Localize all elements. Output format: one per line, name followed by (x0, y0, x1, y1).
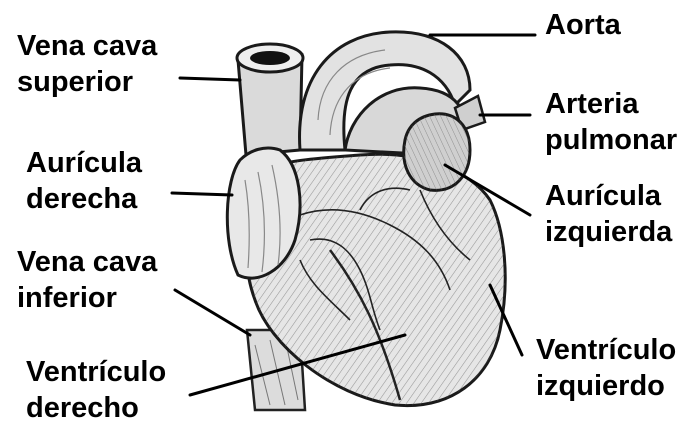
label-auricula-izquierda-line1: Aurícula (545, 178, 672, 214)
label-ventriculo-derecho-line2: derecho (26, 390, 166, 426)
label-auricula-izquierda-line2: izquierda (545, 214, 672, 250)
label-ventriculo-izquierdo: Ventrículo izquierdo (536, 332, 676, 404)
label-vena-cava-inferior-line1: Vena cava (17, 244, 157, 280)
label-vena-cava-superior: Vena cava superior (17, 28, 157, 100)
label-auricula-derecha-line2: derecha (26, 181, 142, 217)
superior-vena-cava-shape (237, 44, 303, 155)
vena-cava-inferior-leader (175, 290, 250, 335)
label-aorta: Aorta (545, 7, 621, 43)
label-arteria-pulmonar-line1: Arteria (545, 86, 677, 122)
left-atrium-shape (404, 114, 470, 191)
label-vena-cava-superior-line1: Vena cava (17, 28, 157, 64)
label-arteria-pulmonar-line2: pulmonar (545, 122, 677, 158)
label-arteria-pulmonar: Arteria pulmonar (545, 86, 677, 158)
auricula-derecha-leader (172, 193, 232, 195)
label-ventriculo-derecho: Ventrículo derecho (26, 354, 166, 426)
label-auricula-derecha: Aurícula derecha (26, 145, 142, 217)
label-ventriculo-izquierdo-line1: Ventrículo (536, 332, 676, 368)
vena-cava-superior-leader (180, 78, 240, 80)
label-vena-cava-inferior: Vena cava inferior (17, 244, 157, 316)
label-auricula-izquierda: Aurícula izquierda (545, 178, 672, 250)
label-ventriculo-izquierdo-line2: izquierdo (536, 368, 676, 404)
label-aorta-line1: Aorta (545, 9, 621, 41)
label-vena-cava-inferior-line2: inferior (17, 280, 157, 316)
label-ventriculo-derecho-line1: Ventrículo (26, 354, 166, 390)
label-auricula-derecha-line1: Aurícula (26, 145, 142, 181)
label-vena-cava-superior-line2: superior (17, 64, 157, 100)
